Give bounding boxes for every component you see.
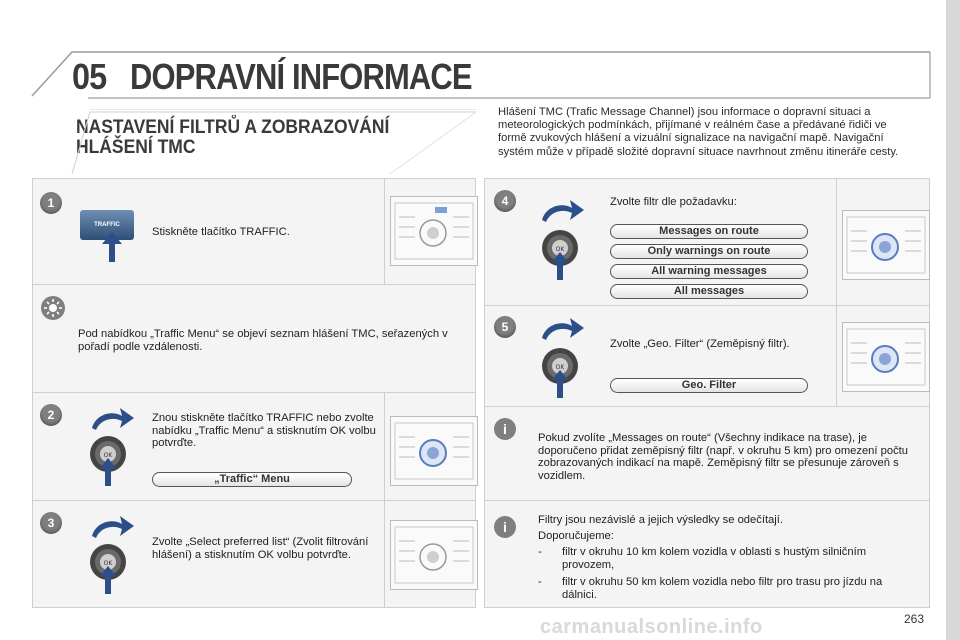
step-number-4: 4: [494, 190, 516, 212]
intro-text: Hlášení TMC (Trafic Message Channel) jso…: [498, 106, 899, 158]
divider: [836, 178, 837, 406]
header-decoration: [31, 51, 931, 110]
step-number-1: 1: [40, 192, 62, 214]
section-title-frame: [71, 111, 477, 175]
divider: [484, 500, 930, 501]
info-1-text: Pokud zvolíte „Messages on route“ (Všech…: [538, 432, 908, 482]
chapter-number: 05: [72, 56, 107, 97]
divider: [384, 392, 385, 608]
console-image: [842, 322, 930, 392]
info-2-bullet-2: filtr v okruhu 50 km kolem vozidla nebo …: [562, 576, 883, 601]
console-image: [842, 210, 930, 280]
divider: [384, 178, 385, 284]
traffic-menu-pill: „Traffic“ Menu: [152, 472, 352, 487]
page-number: 263: [904, 612, 925, 626]
info-2-line-2: Doporučujeme:: [538, 530, 614, 542]
info-icon: i: [494, 516, 516, 538]
filter-option-all-messages: All messages: [610, 284, 808, 299]
console-image: [390, 416, 478, 486]
rotary-dial-with-arrows-icon: OK: [542, 200, 584, 280]
step-5-text: Zvolte „Geo. Filter“ (Zeměpisný filtr).: [610, 338, 790, 350]
step-1-text: Stiskněte tlačítko TRAFFIC.: [152, 226, 290, 238]
filter-option-all-warning-messages: All warning messages: [610, 264, 808, 279]
rotary-dial-with-arrows-icon: OK: [542, 318, 584, 398]
filter-option-messages-on-route: Messages on route: [610, 224, 808, 239]
divider: [32, 500, 476, 501]
step-4-text: Zvolte filtr dle požadavku:: [610, 196, 737, 208]
traffic-button-image: TRAFFIC: [80, 210, 134, 240]
sun-tip-icon: [41, 296, 65, 320]
bullet-dash: -: [538, 546, 542, 558]
tip-text: Pod nabídkou „Traffic Menu“ se objeví se…: [78, 328, 448, 353]
step-number-2: 2: [40, 404, 62, 426]
page-title: DOPRAVNÍ INFORMACE: [130, 56, 473, 97]
divider: [32, 284, 476, 285]
page-edge-strip: [946, 0, 960, 640]
divider: [484, 305, 930, 306]
geo-filter-pill: Geo. Filter: [610, 378, 808, 393]
section-title: NASTAVENÍ FILTRŮ A ZOBRAZOVÁNÍ HLÁŠENÍ T…: [76, 117, 390, 158]
bullet-dash: -: [538, 576, 542, 588]
step-3-text: Zvolte „Select preferred list“ (Zvolit f…: [152, 536, 369, 561]
info-2-line-1: Filtry jsou nezávislé a jejich výsledky …: [538, 514, 783, 526]
svg-text:OK: OK: [556, 246, 566, 253]
filter-option-only-warnings-on-route: Only warnings on route: [610, 244, 808, 259]
divider: [32, 392, 476, 393]
console-image: [390, 520, 478, 590]
info-2-bullet-1: filtr v okruhu 10 km kolem vozidla v obl…: [562, 546, 867, 571]
info-icon: i: [494, 418, 516, 440]
svg-text:OK: OK: [104, 560, 114, 567]
svg-text:OK: OK: [556, 364, 566, 371]
step-number-5: 5: [494, 316, 516, 338]
step-2-text: Znou stiskněte tlačítko TRAFFIC nebo zvo…: [152, 412, 376, 449]
watermark: carmanualsonline.info: [540, 616, 763, 638]
step-number-3: 3: [40, 512, 62, 534]
rotary-dial-with-arrows-icon: OK: [90, 408, 134, 486]
divider: [484, 406, 930, 407]
rotary-dial-with-arrows-icon: OK: [90, 516, 134, 594]
arrow-up-icon: [102, 232, 122, 262]
svg-text:OK: OK: [104, 452, 114, 459]
console-image: [390, 196, 478, 266]
